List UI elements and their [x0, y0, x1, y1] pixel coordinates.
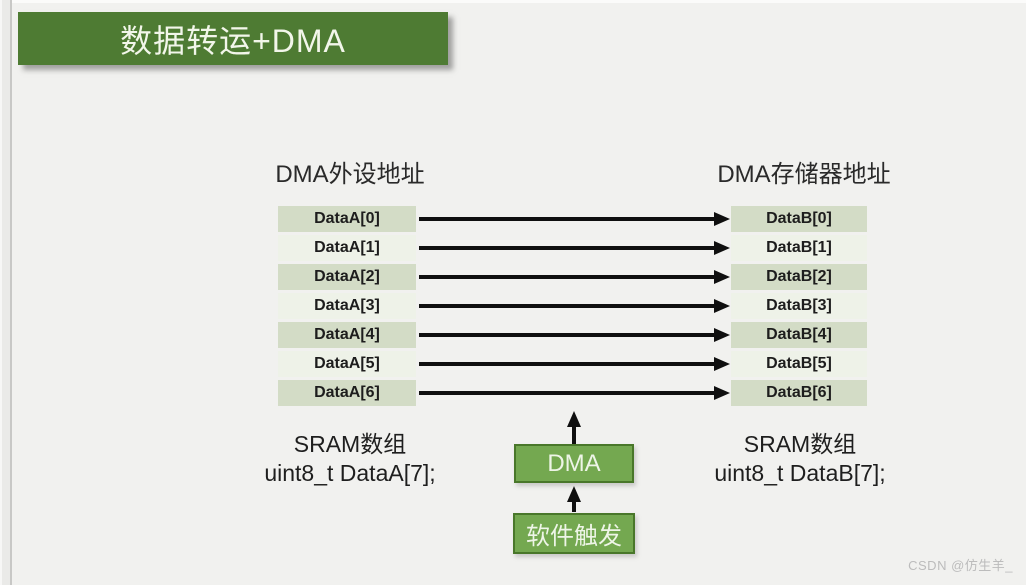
peripheral-array-column: DataA[0] DataA[1] DataA[2] DataA[3] DataA[4]…	[278, 206, 416, 406]
memory-cell-3: DataB[3]	[731, 293, 867, 319]
peripheral-cell-4: DataA[4]	[278, 322, 416, 348]
peripheral-cell-0: DataA[0]	[278, 206, 416, 232]
peripheral-cell-6: DataA[6]	[278, 380, 416, 406]
title-banner: 数据转运+DMA	[18, 12, 448, 65]
memory-cell-2: DataB[2]	[731, 264, 867, 290]
memory-caption-line1: SRAM数组	[743, 431, 857, 457]
memory-array-column: DataB[0] DataB[1] DataB[2] DataB[3] DataB[4]…	[731, 206, 867, 406]
memory-cell-5: DataB[5]	[731, 351, 867, 377]
memory-array-caption: SRAM数组 uint8_t DataB[7];	[680, 430, 920, 488]
page-title: 数据转运+DMA	[120, 22, 346, 59]
peripheral-address-label: DMA外设地址	[275, 161, 425, 188]
memory-caption-line2: uint8_t DataB[7];	[714, 460, 886, 486]
memory-cell-0: DataB[0]	[731, 206, 867, 232]
software-trigger-label: 软件触发	[526, 523, 622, 550]
peripheral-cell-1: DataA[1]	[278, 235, 416, 261]
left-edge-strip	[0, 0, 12, 585]
memory-cell-6: DataB[6]	[731, 380, 867, 406]
dma-box: DMA	[514, 444, 634, 483]
dma-box-label: DMA	[547, 449, 601, 477]
peripheral-cell-3: DataA[3]	[278, 293, 416, 319]
top-edge-line	[0, 0, 1026, 3]
peripheral-caption-line1: SRAM数组	[293, 431, 407, 457]
memory-address-label: DMA存储器地址	[717, 161, 891, 188]
watermark: CSDN @仿生羊_	[908, 558, 1013, 573]
software-trigger-box: 软件触发	[513, 513, 635, 554]
memory-cell-1: DataB[1]	[731, 235, 867, 261]
peripheral-cell-5: DataA[5]	[278, 351, 416, 377]
peripheral-cell-2: DataA[2]	[278, 264, 416, 290]
memory-cell-4: DataB[4]	[731, 322, 867, 348]
peripheral-caption-line2: uint8_t DataA[7];	[264, 460, 436, 486]
peripheral-array-caption: SRAM数组 uint8_t DataA[7];	[230, 430, 470, 488]
